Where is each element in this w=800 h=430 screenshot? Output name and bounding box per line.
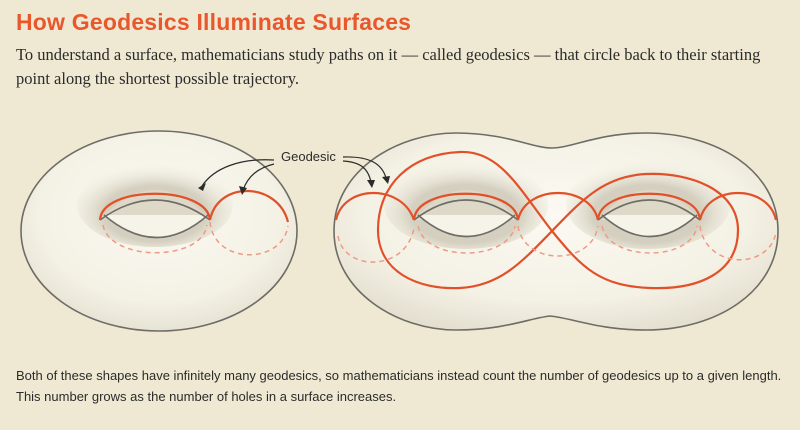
double-torus-geodesic-meridian-middle-hidden <box>517 225 599 257</box>
annotation-arrow-1 <box>201 159 275 187</box>
annotation-arrowhead-4 <box>382 176 390 184</box>
annotation-arrowhead-3 <box>367 180 375 188</box>
annotation-arrowhead-1 <box>198 183 206 191</box>
double-torus-geodesic-meridian-middle <box>516 191 600 221</box>
annotation-arrow-4 <box>342 156 387 179</box>
torus-hole-lower <box>103 214 209 239</box>
torus-hole-rim <box>99 199 211 221</box>
torus-geodesic-inner-hidden <box>102 224 208 254</box>
double-torus-geodesic-meridian-right <box>698 191 778 221</box>
double-torus-geodesic-figure-eight <box>376 150 740 290</box>
annotation-arrow-2 <box>242 163 275 191</box>
geodesic-annotation: Geodesic <box>198 149 390 195</box>
torus-one-hole <box>20 130 298 332</box>
double-torus-geodesic-meridian-left <box>334 191 416 221</box>
double-torus-geodesic-hole-left-hidden <box>417 225 516 254</box>
double-torus-hole-left-lower <box>417 214 516 238</box>
double-torus-geodesic-hole-right <box>596 192 702 221</box>
double-torus-geodesic-hole-right-hidden <box>601 225 698 254</box>
double-torus-geodesic-hole-left <box>412 192 520 221</box>
double-torus-geodesic-meridian-left-hidden <box>337 227 415 263</box>
geodesic-label: Geodesic <box>281 149 336 164</box>
torus-geodesic-inner <box>98 192 212 221</box>
torus-geodesic-meridian-hidden <box>209 221 289 256</box>
double-torus-geodesic-meridian-right-hidden <box>699 225 777 261</box>
double-torus-hole-right-lower <box>601 214 698 238</box>
diagram-caption: Both of these shapes have infinitely man… <box>16 368 782 404</box>
annotation-arrow-3 <box>342 160 372 183</box>
torus-geodesic-meridian <box>208 189 290 223</box>
torus-two-holes <box>333 132 779 331</box>
double-torus-hole-right-rim <box>597 199 701 221</box>
page-subtitle: To understand a surface, mathematicians … <box>16 45 761 88</box>
annotation-arrowhead-2 <box>239 186 247 195</box>
page-title: How Geodesics Illuminate Surfaces <box>16 9 412 35</box>
double-torus-hole-left-rim <box>413 199 519 221</box>
